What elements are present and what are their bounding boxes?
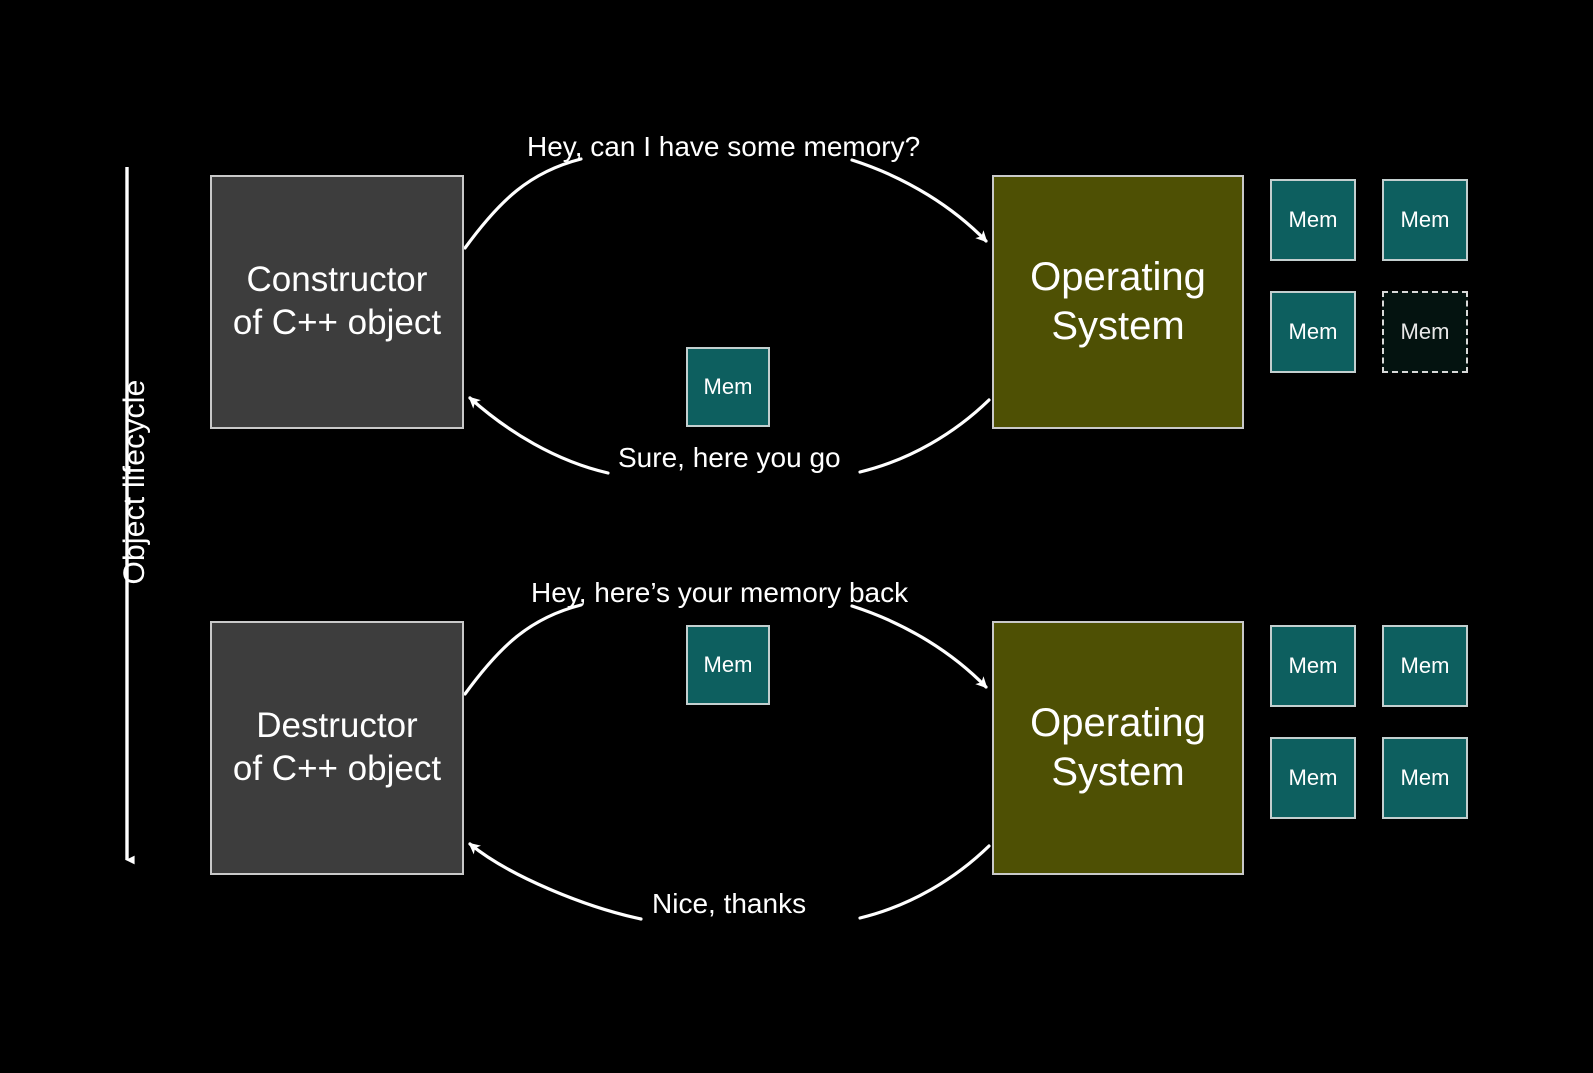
- os-pool-chip-bottom-4[interactable]: Mem: [1382, 737, 1468, 819]
- arrow-construct-request: [463, 157, 988, 250]
- operating-system-box-bottom[interactable]: Operating System: [992, 621, 1244, 875]
- os-pool-chip-bottom-2[interactable]: Mem: [1382, 625, 1468, 707]
- lifecycle-arrow-icon: [125, 167, 135, 865]
- os-pool-chip-top-3[interactable]: Mem: [1270, 291, 1356, 373]
- os-pool-chip-bottom-3[interactable]: Mem: [1270, 737, 1356, 819]
- constructor-box[interactable]: Constructor of C++ object: [210, 175, 464, 429]
- object-lifecycle-label: Object lifecycle: [118, 379, 151, 585]
- construct-response-label: Sure, here you go: [618, 442, 841, 473]
- os-pool-chip-top-4-freed[interactable]: Mem: [1382, 291, 1468, 373]
- object-lifecycle-axis: Object lifecycle: [105, 165, 165, 875]
- os-pool-chip-top-2[interactable]: Mem: [1382, 179, 1468, 261]
- destruct-request-label: Hey, here’s your memory back: [531, 577, 909, 608]
- construct-request-label: Hey, can I have some memory?: [527, 131, 921, 162]
- destruct-response-label: Nice, thanks: [652, 888, 807, 919]
- transit-mem-chip-bottom[interactable]: Mem: [686, 625, 770, 705]
- os-pool-chip-bottom-1[interactable]: Mem: [1270, 625, 1356, 707]
- destructor-box[interactable]: Destructor of C++ object: [210, 621, 464, 875]
- os-pool-chip-top-1[interactable]: Mem: [1270, 179, 1356, 261]
- transit-mem-chip-top[interactable]: Mem: [686, 347, 770, 427]
- operating-system-box-top[interactable]: Operating System: [992, 175, 1244, 429]
